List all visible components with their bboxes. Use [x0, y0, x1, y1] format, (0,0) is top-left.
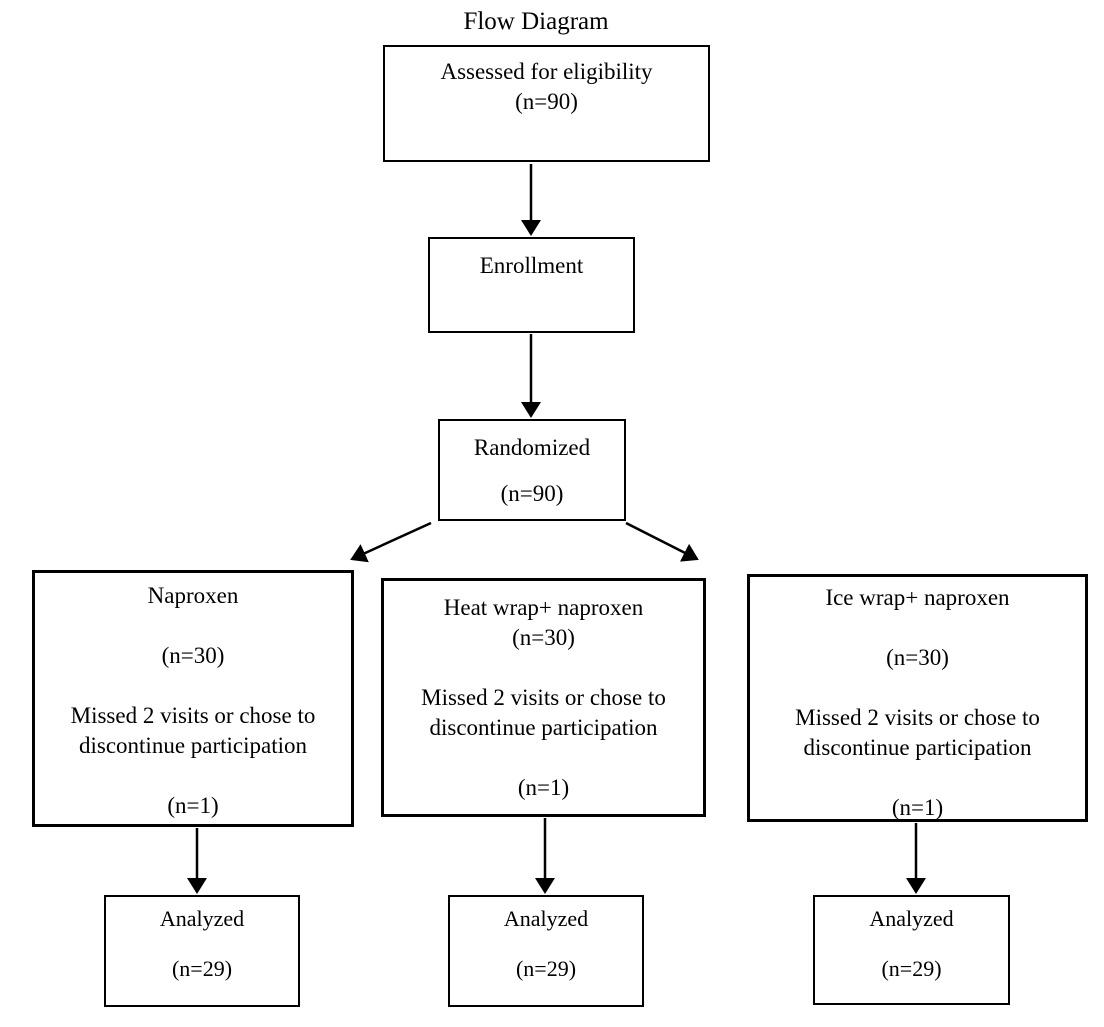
- group-count: (n=30): [886, 645, 949, 670]
- randomized-label: Randomized: [473, 435, 591, 460]
- group-dropout-count: (n=1): [167, 793, 219, 818]
- spacer: [815, 932, 1008, 956]
- assessed-label: Assessed for eligibility: [440, 59, 653, 84]
- group-dropout-line1: Missed 2 visits or chose to: [421, 685, 666, 710]
- box-group-heat-wrap-naproxen: Heat wrap+ naproxen (n=30) Missed 2 visi…: [381, 578, 706, 817]
- analyzed-label: Analyzed: [503, 906, 589, 931]
- spacer: [440, 463, 624, 479]
- enrollment-label: Enrollment: [479, 253, 584, 278]
- box-group-ice-wrap-naproxen: Ice wrap+ naproxen (n=30) Missed 2 visit…: [747, 574, 1088, 822]
- analyzed-count: (n=29): [171, 956, 233, 981]
- analyzed-count: (n=29): [515, 956, 577, 981]
- spacer: [35, 671, 351, 701]
- group-dropout-line1: Missed 2 visits or chose to: [795, 705, 1040, 730]
- group-dropout-line2: discontinue participation: [803, 735, 1032, 760]
- group-name: Naproxen: [147, 583, 239, 608]
- group-dropout-line2: discontinue participation: [429, 715, 658, 740]
- spacer: [35, 761, 351, 791]
- analyzed-label: Analyzed: [159, 906, 245, 931]
- box-analyzed-ice-wrap: Analyzed (n=29): [813, 895, 1010, 1005]
- spacer: [750, 763, 1085, 793]
- box-group-naproxen: Naproxen (n=30) Missed 2 visits or chose…: [32, 570, 354, 827]
- arrow-randomized-to-naproxen: [350, 521, 432, 563]
- arrow-randomized-to-ice-wrap: [625, 521, 699, 562]
- box-assessed-for-eligibility: Assessed for eligibility (n=90): [383, 45, 710, 162]
- group-dropout-count: (n=1): [891, 795, 944, 820]
- spacer: [384, 743, 703, 773]
- group-count: (n=30): [161, 643, 225, 668]
- box-analyzed-naproxen: Analyzed (n=29): [104, 895, 300, 1007]
- spacer: [35, 611, 351, 641]
- group-dropout-count: (n=1): [517, 775, 570, 800]
- box-enrollment: Enrollment: [428, 237, 635, 333]
- group-dropout-line2: discontinue participation: [78, 733, 308, 758]
- group-dropout-line1: Missed 2 visits or chose to: [70, 703, 316, 728]
- spacer: [106, 932, 298, 956]
- analyzed-label: Analyzed: [869, 906, 954, 931]
- analyzed-count: (n=29): [881, 956, 942, 981]
- diagram-title: Flow Diagram: [463, 8, 609, 35]
- group-name: Heat wrap+ naproxen: [443, 595, 644, 620]
- group-count: (n=30): [512, 625, 575, 650]
- spacer: [750, 613, 1085, 643]
- randomized-count: (n=90): [500, 481, 564, 506]
- spacer: [450, 932, 642, 956]
- spacer: [750, 673, 1085, 703]
- assessed-count: (n=90): [515, 89, 578, 114]
- box-analyzed-heat-wrap: Analyzed (n=29): [448, 895, 644, 1007]
- box-randomized: Randomized (n=90): [438, 419, 626, 521]
- group-name: Ice wrap+ naproxen: [825, 585, 1010, 610]
- spacer: [384, 653, 703, 683]
